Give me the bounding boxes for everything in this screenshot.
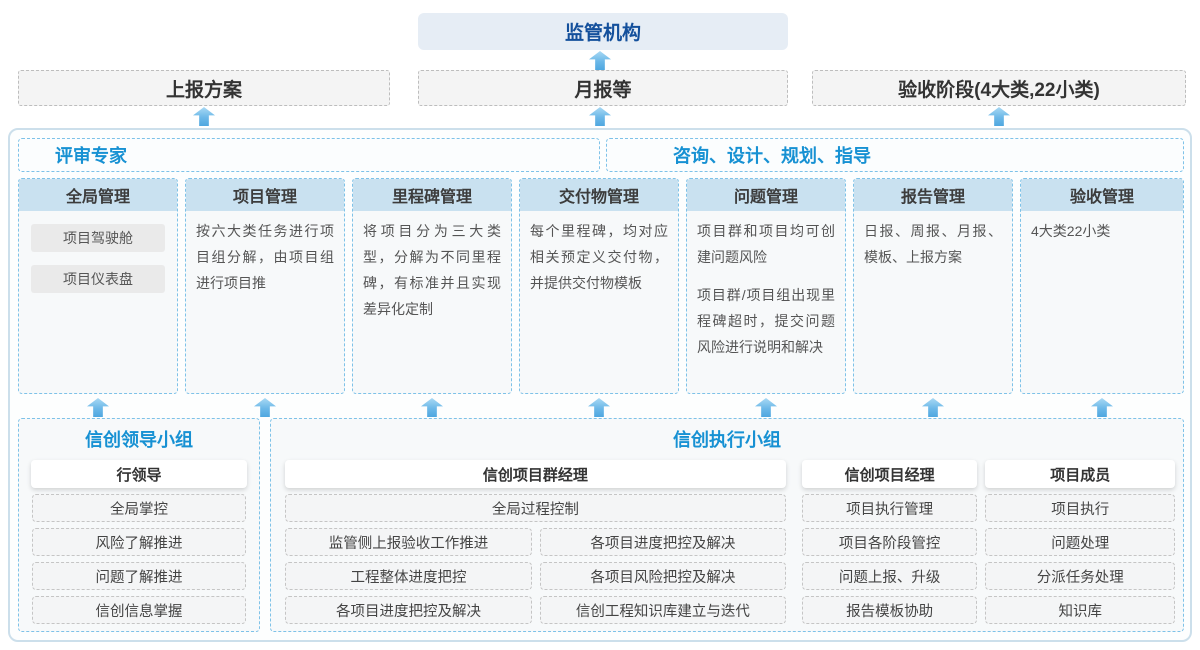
column-body: 4大类22小类 xyxy=(1031,223,1111,239)
up-arrow-icon xyxy=(1091,398,1113,417)
up-arrow-icon xyxy=(988,107,1010,126)
issue-paragraph-1: 项目群和项目均可创建问题风险 xyxy=(697,223,835,265)
pill-project-dashboard: 项目仪表盘 xyxy=(31,265,165,293)
leader-item: 风险了解推进 xyxy=(32,528,246,556)
program-manager-item: 工程整体进度把控 xyxy=(285,562,532,590)
member-item: 项目执行 xyxy=(985,494,1175,522)
column-body: 日报、周报、月报、模板、上报方案 xyxy=(864,223,1002,265)
program-manager-item: 信创工程知识库建立与迭代 xyxy=(540,596,786,624)
column-body: 将项目分为三大类型，分解为不同里程碑，有标准并且实现差异化定制 xyxy=(363,223,501,317)
program-manager-item: 各项目进度把控及解决 xyxy=(285,596,532,624)
up-arrow-icon xyxy=(755,398,777,417)
role-project-member: 项目成员 xyxy=(985,460,1175,488)
program-manager-item: 监管侧上报验收工作推进 xyxy=(285,528,532,556)
project-manager-column: 信创项目经理 项目执行管理 项目各阶段管控 问题上报、升级 报告模板协助 xyxy=(801,460,978,624)
member-item: 分派任务处理 xyxy=(985,562,1175,590)
column-title: 验收管理 xyxy=(1021,179,1183,211)
regulator-box: 监管机构 xyxy=(418,13,788,50)
issue-paragraph-2: 项目群/项目组出现里程碑超时，提交问题风险进行说明和解决 xyxy=(697,286,835,355)
execution-group-title: 信创执行小组 xyxy=(673,430,781,450)
consulting-header: 咨询、设计、规划、指导 xyxy=(606,138,1184,172)
up-arrow-icon xyxy=(254,398,276,417)
leadership-group: 信创领导小组 行领导 全局掌控 风险了解推进 问题了解推进 信创信息掌握 xyxy=(18,418,260,632)
leadership-group-title: 信创领导小组 xyxy=(85,430,193,450)
column-acceptance-management: 验收管理 4大类22小类 xyxy=(1020,178,1184,394)
column-body: 每个里程碑，均对应相关预定义交付物，并提供交付物模板 xyxy=(530,223,668,291)
program-manager-item: 各项目风险把控及解决 xyxy=(540,562,786,590)
column-global-management: 全局管理 项目驾驶舱 项目仪表盘 xyxy=(18,178,178,394)
column-issue-management: 问题管理 项目群和项目均可创建问题风险 项目群/项目组出现里程碑超时，提交问题风… xyxy=(686,178,846,394)
program-manager-item: 全局过程控制 xyxy=(285,494,786,522)
up-arrow-icon xyxy=(193,107,215,126)
review-experts-header: 评审专家 xyxy=(18,138,600,172)
column-title: 里程碑管理 xyxy=(353,179,511,211)
platform-container: 评审专家 咨询、设计、规划、指导 全局管理 项目驾驶舱 项目仪表盘 项目管理 按… xyxy=(8,128,1192,642)
pill-project-cockpit: 项目驾驶舱 xyxy=(31,224,165,252)
project-manager-item: 问题上报、升级 xyxy=(801,562,978,590)
project-manager-item: 项目执行管理 xyxy=(801,494,978,522)
column-report-management: 报告管理 日报、周报、月报、模板、上报方案 xyxy=(853,178,1013,394)
leader-item: 信创信息掌握 xyxy=(32,596,246,624)
project-member-column: 项目成员 项目执行 问题处理 分派任务处理 知识库 xyxy=(985,460,1175,624)
up-arrow-icon xyxy=(922,398,944,417)
up-arrow-icon xyxy=(589,51,611,70)
program-manager-column: 信创项目群经理 全局过程控制 监管侧上报验收工作推进 各项目进度把控及解决 工程… xyxy=(285,460,786,624)
column-title: 项目管理 xyxy=(186,179,344,211)
program-manager-item-row: 监管侧上报验收工作推进 各项目进度把控及解决 xyxy=(285,528,786,556)
column-title: 交付物管理 xyxy=(520,179,678,211)
report-box-plan: 上报方案 xyxy=(18,70,390,106)
execution-columns: 信创项目群经理 全局过程控制 监管侧上报验收工作推进 各项目进度把控及解决 工程… xyxy=(271,452,1183,624)
execution-group: 信创执行小组 信创项目群经理 全局过程控制 监管侧上报验收工作推进 各项目进度把… xyxy=(270,418,1184,632)
role-bank-leader: 行领导 xyxy=(31,460,247,488)
program-manager-item: 各项目进度把控及解决 xyxy=(540,528,786,556)
role-program-manager: 信创项目群经理 xyxy=(285,460,786,488)
leader-item: 问题了解推进 xyxy=(32,562,246,590)
role-project-manager: 信创项目经理 xyxy=(801,460,978,488)
up-arrow-icon xyxy=(421,398,443,417)
column-title: 报告管理 xyxy=(854,179,1012,211)
column-deliverable-management: 交付物管理 每个里程碑，均对应相关预定义交付物，并提供交付物模板 xyxy=(519,178,679,394)
column-body: 项目群和项目均可创建问题风险 项目群/项目组出现里程碑超时，提交问题风险进行说明… xyxy=(687,211,845,380)
column-title: 问题管理 xyxy=(687,179,845,211)
report-box-acceptance: 验收阶段(4大类,22小类) xyxy=(812,70,1186,106)
program-manager-item-row: 工程整体进度把控 各项目风险把控及解决 xyxy=(285,562,786,590)
leader-item: 全局掌控 xyxy=(32,494,246,522)
column-milestone-management: 里程碑管理 将项目分为三大类型，分解为不同里程碑，有标准并且实现差异化定制 xyxy=(352,178,512,394)
column-project-management: 项目管理 按六大类任务进行项目组分解，由项目组进行项目推 xyxy=(185,178,345,394)
up-arrow-icon xyxy=(589,107,611,126)
report-box-monthly: 月报等 xyxy=(418,70,788,106)
column-title: 全局管理 xyxy=(19,179,177,211)
member-item: 问题处理 xyxy=(985,528,1175,556)
program-manager-item-row: 各项目进度把控及解决 信创工程知识库建立与迭代 xyxy=(285,596,786,624)
column-body: 按六大类任务进行项目组分解，由项目组进行项目推 xyxy=(196,223,334,291)
project-manager-item: 项目各阶段管控 xyxy=(801,528,978,556)
up-arrow-icon xyxy=(588,398,610,417)
project-manager-item: 报告模板协助 xyxy=(801,596,978,624)
member-item: 知识库 xyxy=(985,596,1175,624)
up-arrow-icon xyxy=(87,398,109,417)
